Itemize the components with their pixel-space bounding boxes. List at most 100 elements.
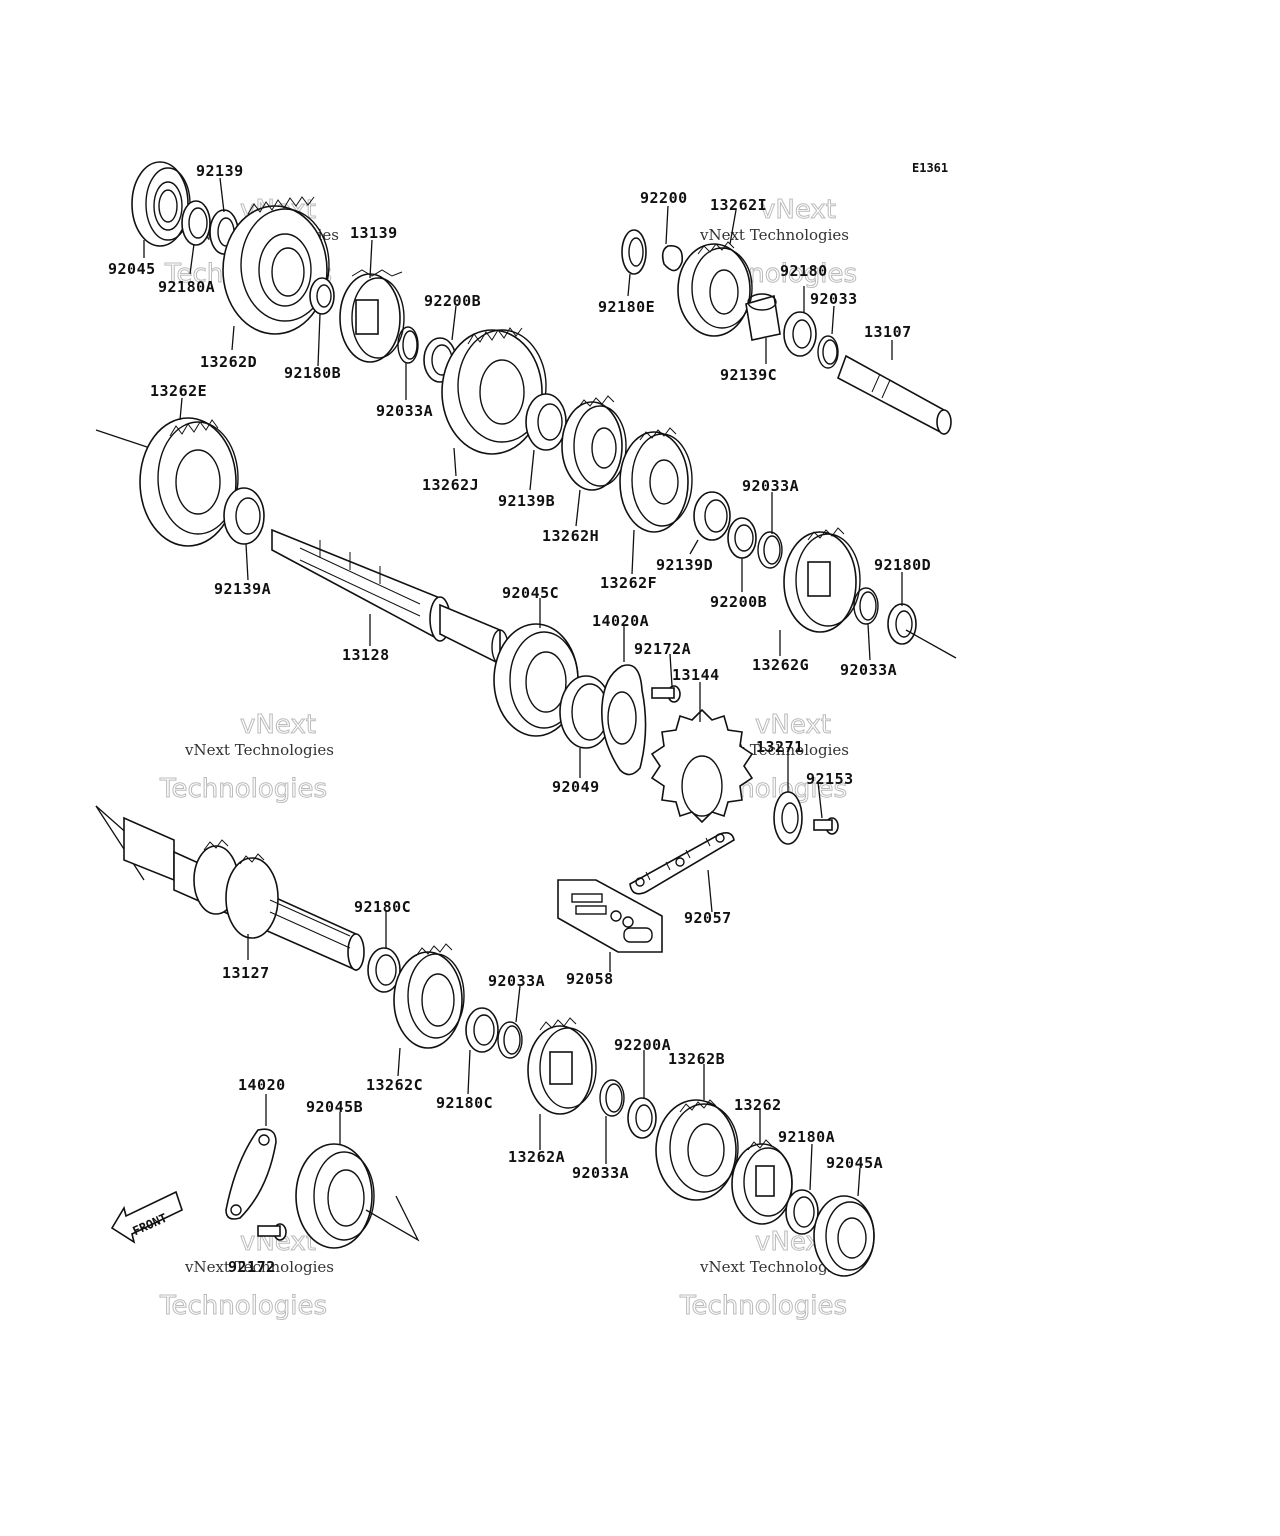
part-92139B-bushing[interactable] — [525, 393, 567, 451]
label-13144[interactable]: 13144 — [672, 666, 720, 684]
label-13262H[interactable]: 13262H — [542, 527, 599, 545]
label-92180C-2[interactable]: 92180C — [436, 1094, 493, 1112]
part-13262H-gear[interactable] — [561, 395, 627, 491]
label-13262B[interactable]: 13262B — [668, 1050, 725, 1068]
label-92180D[interactable]: 92180D — [874, 556, 931, 574]
label-13262[interactable]: 13262 — [734, 1096, 782, 1114]
part-92200A-washer[interactable] — [627, 1097, 657, 1139]
part-13127-shaft[interactable] — [123, 816, 365, 972]
part-92180C-washer-2[interactable] — [465, 1007, 499, 1053]
label-92033A[interactable]: 92033A — [376, 402, 433, 420]
part-92180-washer[interactable] — [783, 311, 817, 357]
part-92033A-circlip[interactable] — [397, 326, 419, 364]
part-92200-washer[interactable] — [661, 245, 684, 272]
label-92045C[interactable]: 92045C — [502, 584, 559, 602]
part-13262-gear[interactable] — [731, 1139, 793, 1225]
label-92033A-2[interactable]: 92033A — [742, 477, 799, 495]
part-92200B-washer-2[interactable] — [727, 517, 757, 559]
part-13262D-gear[interactable] — [222, 196, 330, 335]
label-92200A[interactable]: 92200A — [614, 1036, 671, 1054]
label-92045A[interactable]: 92045A — [826, 1154, 883, 1172]
part-13271-lock-plate[interactable] — [773, 791, 803, 845]
part-92180A-washer[interactable] — [181, 200, 211, 246]
label-13262J[interactable]: 13262J — [422, 476, 479, 494]
label-92045B[interactable]: 92045B — [306, 1098, 363, 1116]
label-13128[interactable]: 13128 — [342, 646, 390, 664]
label-92058[interactable]: 92058 — [566, 970, 614, 988]
part-92045B-bearing[interactable] — [295, 1143, 375, 1249]
part-92139D-bushing[interactable] — [693, 491, 731, 541]
label-92180[interactable]: 92180 — [780, 262, 828, 280]
part-92139A-bushing[interactable] — [223, 487, 265, 545]
label-92139[interactable]: 92139 — [196, 162, 244, 180]
label-92153[interactable]: 92153 — [806, 770, 854, 788]
label-13271[interactable]: 13271 — [756, 738, 804, 756]
part-92172A-bolt[interactable] — [651, 685, 681, 703]
part-92045A-bearing[interactable] — [813, 1195, 875, 1277]
part-92180B-washer[interactable] — [309, 277, 335, 315]
part-13107-shaft[interactable] — [837, 354, 952, 436]
part-14020-plate[interactable] — [225, 1128, 277, 1220]
label-13127[interactable]: 13127 — [222, 964, 270, 982]
part-13262G-gear[interactable] — [783, 527, 861, 633]
label-92200B[interactable]: 92200B — [424, 292, 481, 310]
label-92180A-2[interactable]: 92180A — [778, 1128, 835, 1146]
label-92139B[interactable]: 92139B — [498, 492, 555, 510]
part-13262A-gear[interactable] — [527, 1017, 597, 1115]
label-13262A[interactable]: 13262A — [508, 1148, 565, 1166]
part-13262I-gear[interactable] — [677, 241, 753, 337]
label-14020[interactable]: 14020 — [238, 1076, 286, 1094]
label-92200B-2[interactable]: 92200B — [710, 593, 767, 611]
part-92180D-washer[interactable] — [887, 603, 917, 645]
label-92045[interactable]: 92045 — [108, 260, 156, 278]
part-92033A-circlip-4[interactable] — [497, 1021, 523, 1059]
label-92172A[interactable]: 92172A — [634, 640, 691, 658]
part-92180C-washer[interactable] — [367, 947, 401, 993]
part-92139C-bushing[interactable] — [745, 293, 781, 341]
label-14020A[interactable]: 14020A — [592, 612, 649, 630]
label-92139A[interactable]: 92139A — [214, 580, 271, 598]
part-92153-bolt[interactable] — [813, 817, 839, 835]
part-13139-gear[interactable] — [339, 269, 405, 363]
part-92058-master-link[interactable] — [557, 879, 663, 953]
label-92033A-4[interactable]: 92033A — [488, 972, 545, 990]
part-92180A-washer-2[interactable] — [785, 1189, 819, 1235]
part-13262J-gear[interactable] — [441, 327, 547, 455]
part-13262F-gear[interactable] — [619, 427, 693, 533]
label-13262E[interactable]: 13262E — [150, 382, 207, 400]
part-92180E-washer[interactable] — [621, 229, 647, 275]
label-92057[interactable]: 92057 — [684, 909, 732, 927]
part-13128-shaft[interactable] — [271, 528, 509, 666]
label-92180C[interactable]: 92180C — [354, 898, 411, 916]
label-92049[interactable]: 92049 — [552, 778, 600, 796]
label-13262I[interactable]: 13262I — [710, 196, 767, 214]
part-13262E-gear[interactable] — [139, 417, 239, 547]
label-92033A-3[interactable]: 92033A — [840, 661, 897, 679]
part-13144-sprocket[interactable] — [650, 708, 754, 824]
label-92139D[interactable]: 92139D — [656, 556, 713, 574]
label-13262D[interactable]: 13262D — [200, 353, 257, 371]
part-92033A-circlip-5[interactable] — [599, 1079, 625, 1117]
part-92033A-circlip-3[interactable] — [853, 587, 879, 625]
part-92172-bolt[interactable] — [257, 1223, 287, 1241]
label-92033[interactable]: 92033 — [810, 290, 858, 308]
label-92200[interactable]: 92200 — [640, 189, 688, 207]
label-92033A-5[interactable]: 92033A — [572, 1164, 629, 1182]
part-13262B-gear[interactable] — [655, 1099, 739, 1201]
label-13262G[interactable]: 13262G — [752, 656, 809, 674]
part-92033A-circlip-2[interactable] — [757, 531, 783, 569]
label-92180E[interactable]: 92180E — [598, 298, 655, 316]
part-13262C-gear[interactable] — [393, 943, 465, 1049]
label-92180A[interactable]: 92180A — [158, 278, 215, 296]
part-92033-circlip[interactable] — [817, 335, 839, 369]
label-92180B[interactable]: 92180B — [284, 364, 341, 382]
part-92057-chain[interactable] — [629, 832, 735, 895]
label-13139[interactable]: 13139 — [350, 224, 398, 242]
part-14020A-plate[interactable] — [601, 664, 647, 776]
part-92045-bearing[interactable] — [131, 161, 191, 247]
label-92172[interactable]: 92172 — [228, 1258, 276, 1276]
label-13262C[interactable]: 13262C — [366, 1076, 423, 1094]
label-13262F[interactable]: 13262F — [600, 574, 657, 592]
label-13107[interactable]: 13107 — [864, 323, 912, 341]
label-92139C[interactable]: 92139C — [720, 366, 777, 384]
